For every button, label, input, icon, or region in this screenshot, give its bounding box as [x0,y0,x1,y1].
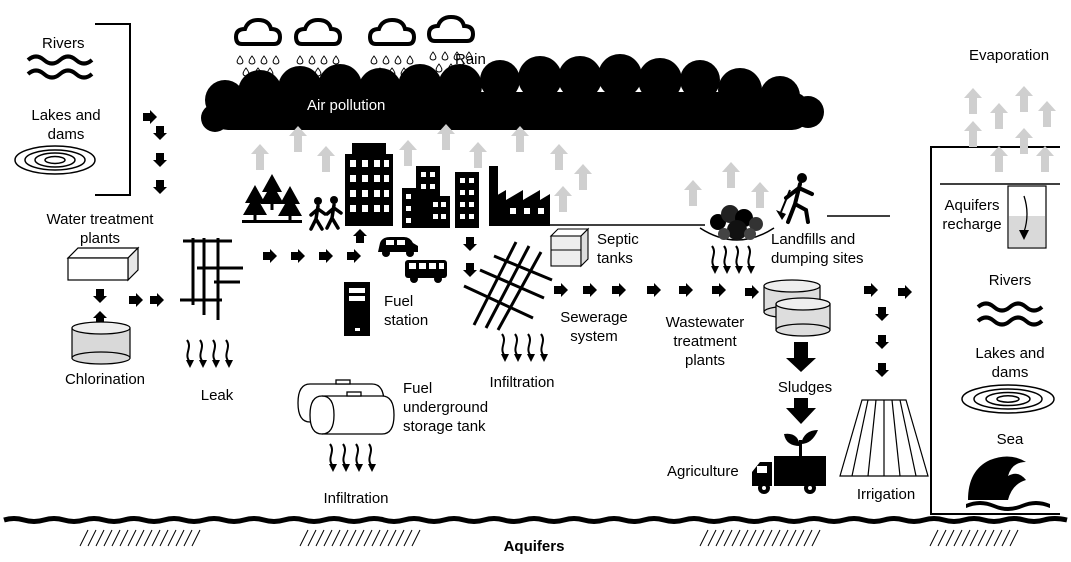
building-icon [345,143,393,226]
fuel-station-label: Fuel station [384,293,429,329]
person-digging-icon [776,173,814,224]
evaporation-label: Evaporation [969,47,1050,64]
sewer-network-icon [463,241,553,331]
fuel-pump-icon [344,282,370,336]
agriculture-label: Agriculture [667,463,739,480]
landfill-icon [699,205,775,241]
concentric-lake-icon [14,145,96,175]
sludge-tank-icon [763,279,831,337]
plant-icon [784,430,818,456]
tree-icon [242,174,302,223]
aquifers-label: Aquifers [503,538,565,555]
sewer-seepage-icon [500,333,549,363]
water-treatment-label: Water treatment plants [46,211,154,247]
rivers-left-label: Rivers [42,35,85,52]
rain-clouds [234,15,475,46]
truck-icon [752,456,826,494]
rivers-right-label: Rivers [988,272,1032,289]
tank-seepage-icon [328,443,377,473]
wastewater-label: Wastewater treatment plants [665,314,745,369]
infiltration-tank-label: Infiltration [323,490,389,507]
lakes-right-label: Lakes and dams [975,345,1045,381]
leak-label: Leak [200,387,234,404]
septic-tank-icon [549,227,590,268]
river-wave-icon [976,301,1044,327]
factory-icon [489,166,550,226]
evaporation-arrows [964,86,1056,172]
infiltration-sewer-label: Infiltration [489,374,555,391]
landfills-label: Landfills and dumping sites [771,231,864,267]
chlorination-tank-icon [71,321,131,365]
flow-arrows-treatment [93,289,164,325]
rain-label: Rain [455,51,486,68]
aquifer-recharge-tank-icon [1007,185,1047,249]
septic-tanks-label: Septic tanks [597,231,639,267]
pipe-network-icon [180,238,243,320]
leak-seepage-icon [185,339,234,369]
flow-arrows-sewer [554,283,759,299]
car-icon [378,237,418,257]
river-wave-icon [26,54,94,80]
building-icon [402,166,479,228]
landfill-seepage-icon [710,245,756,275]
cloud-icon [368,18,416,46]
aquifer-hatch [79,529,1019,547]
aquifers-recharge-label: Aquifers recharge [942,197,1002,233]
air-pollution-label: Air pollution [307,97,386,114]
thick-arrow-icon [786,342,816,424]
bus-icon [405,260,447,283]
flow-arrows-sources [143,110,167,194]
flow-arrows-irrigation [864,283,912,377]
water-treatment-box-icon [66,246,140,282]
sea-wave-icon [966,456,1050,511]
air-pollution-cloud-icon [201,54,824,132]
lakes-left-label: Lakes and dams [31,107,101,143]
cloud-icon [234,18,282,46]
fuel-tank-label: Fuel underground storage tank [403,380,489,435]
cloud-icon [294,18,342,46]
destinations-bracket [930,146,1060,515]
irrigation-channel-icon [839,399,929,477]
sewerage-label: Sewerage system [560,309,628,345]
fuel-tank-icon [297,379,395,435]
ground-surface [3,516,1068,524]
sludges-label: Sludges [777,379,833,396]
sea-label: Sea [996,431,1024,448]
cloud-icon [427,15,475,43]
concentric-lake-icon [961,384,1055,414]
chlorination-label: Chlorination [64,371,146,388]
walking-people-icon [309,194,343,231]
sources-bracket [95,23,131,196]
irrigation-label: Irrigation [856,486,916,503]
